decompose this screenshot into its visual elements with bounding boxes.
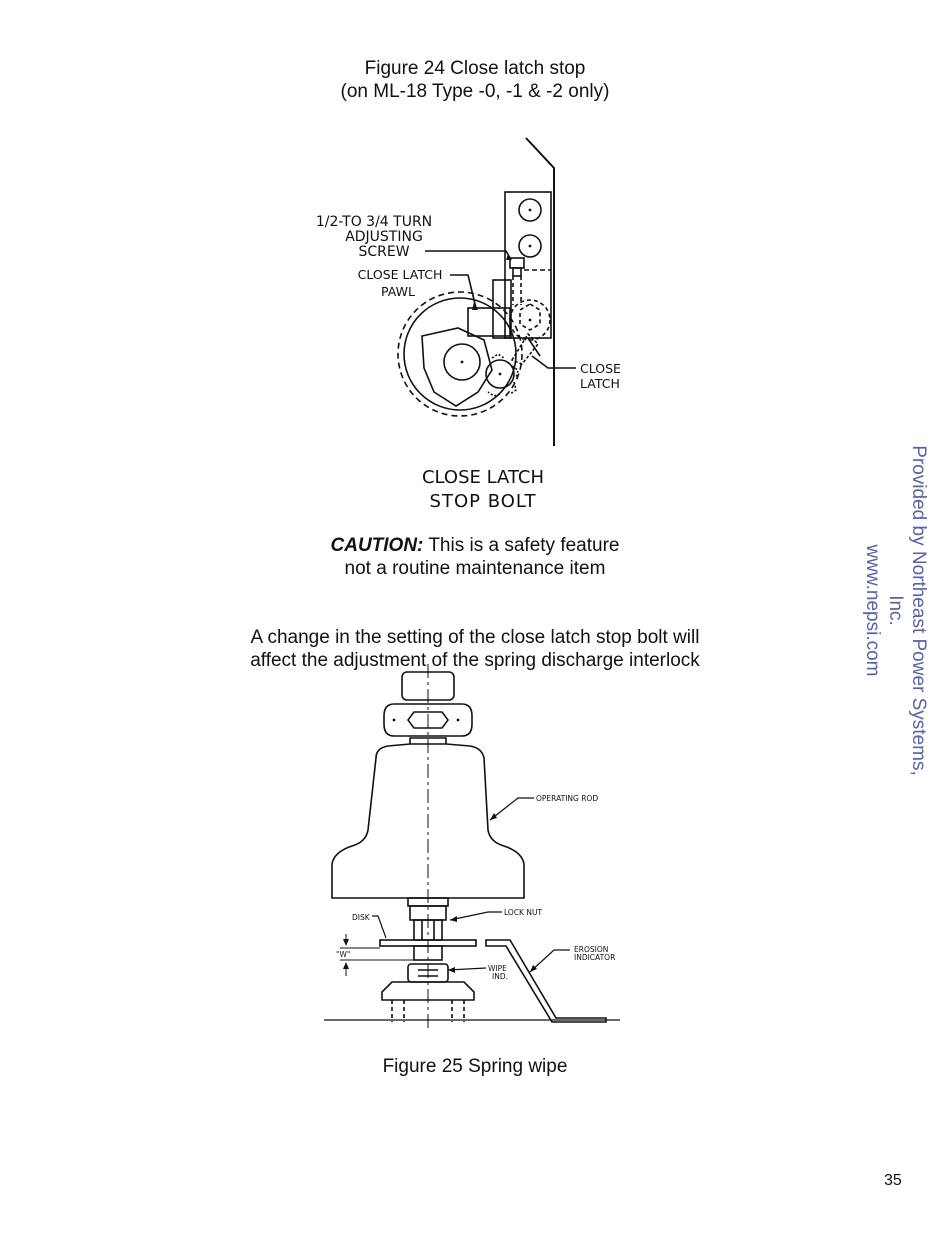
note-line2: affect the adjustment of the spring disc…	[250, 650, 700, 671]
label-disk: DISK	[352, 913, 371, 922]
provider-name: Provided by Northeast Power Systems, Inc…	[885, 445, 929, 776]
label-operating-rod: OPERATING ROD	[536, 794, 598, 803]
caution-line1: CAUTION: This is a safety feature	[0, 534, 950, 557]
page-number: 35	[884, 1172, 902, 1189]
provider-note-text: Provided by Northeast Power Systems, Inc…	[861, 428, 930, 793]
label-pawl-line1: CLOSE LATCH	[358, 267, 443, 282]
caution-label: CAUTION:	[330, 535, 424, 556]
label-screw-line3: SCREW	[358, 244, 409, 260]
label-latch-line2: LATCH	[580, 376, 620, 391]
figure-24-drawing: 1/2-TO 3/4 TURN ADJUSTING SCREW CLOSE LA…	[316, 137, 621, 512]
label-stop-line1: CLOSE LATCH	[422, 467, 544, 488]
label-wipe-line2: IND.	[492, 972, 508, 981]
label-latch-line1: CLOSE	[580, 361, 621, 376]
figure-24-subtitle: (on ML-18 Type -0, -1 & -2 only)	[340, 81, 610, 102]
label-screw-line1: 1/2-TO 3/4 TURN	[316, 214, 432, 230]
note-line1: A change in the setting of the close lat…	[250, 627, 700, 648]
figure-24-title: Figure 24 Close latch stop	[364, 58, 586, 79]
caution-line2: not a routine maintenance item	[344, 558, 606, 579]
label-screw-line2: ADJUSTING	[345, 229, 423, 245]
figure-25-drawing: OPERATING ROD LOCK NUT DISK "W" EROSION …	[324, 664, 620, 1030]
provider-note: Provided by Northeast Power Systems, Inc…	[760, 428, 950, 798]
caution-text: This is a safety feature	[428, 535, 620, 556]
label-lock-nut: LOCK NUT	[504, 908, 542, 917]
label-w: "W"	[336, 950, 350, 959]
label-erosion-line2: INDICATOR	[574, 953, 615, 962]
provider-url[interactable]: www.nepsi.com	[862, 544, 883, 677]
label-pawl-line2: PAWL	[381, 284, 415, 299]
label-stop-line2: STOP BOLT	[430, 491, 537, 512]
label-wipe-line1: WIPE	[488, 964, 507, 973]
label-erosion-line1: EROSION	[574, 945, 608, 954]
figure-25-title: Figure 25 Spring wipe	[382, 1056, 568, 1077]
